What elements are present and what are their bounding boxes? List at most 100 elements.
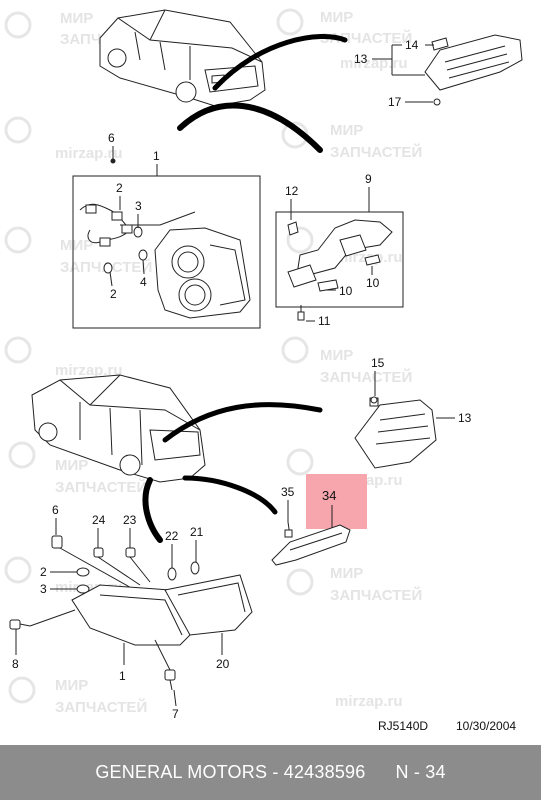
callout-line xyxy=(142,259,145,275)
bulb-icon xyxy=(190,561,200,575)
high-mount-stop-lamp-sedan xyxy=(424,34,523,106)
bulb-icon xyxy=(76,584,90,594)
nut-icon xyxy=(93,547,104,558)
footer-separator: - xyxy=(267,762,284,782)
watermark-brand: ЗАПЧАСТЕЙ xyxy=(55,478,147,496)
watermark-site: mirzap.ru xyxy=(340,55,408,72)
callout-line xyxy=(120,211,196,226)
high-mount-stop-lamp-hatchback xyxy=(354,396,437,469)
callout-number: 10 xyxy=(366,276,380,290)
watermark-logo-icon xyxy=(276,8,304,36)
bulb-icon xyxy=(76,567,90,577)
screw-icon xyxy=(9,619,31,630)
watermark-brand: МИР xyxy=(320,9,353,26)
nut-icon xyxy=(125,547,136,558)
sedan-car-drawing xyxy=(99,9,266,107)
callout-number: 12 xyxy=(285,184,299,198)
license-lamp-group-box xyxy=(275,211,404,308)
watermark-brand: МИР xyxy=(60,10,93,27)
callout-number: 24 xyxy=(92,513,106,527)
screw-icon xyxy=(297,305,305,321)
watermark-brand: МИР xyxy=(55,677,88,694)
callout-number: 2 xyxy=(40,565,47,579)
exploded-parts-diagram: МИР ЗАПЧАСТЕЙ МИР ЗАПЧАСТЕЙ mirzap.ru mi… xyxy=(4,8,523,721)
callout-number: 1 xyxy=(119,669,126,683)
callout-number: 15 xyxy=(371,356,385,370)
watermark-brand: МИР xyxy=(55,457,88,474)
hatchback-car-drawing xyxy=(31,374,206,483)
callout-number: 14 xyxy=(405,38,419,52)
callout-number: 6 xyxy=(108,131,115,145)
watermark-brand: ЗАПЧАСТЕЙ xyxy=(320,368,412,386)
highlighted-part-marker xyxy=(306,474,367,529)
watermark-brand: ЗАПЧАСТЕЙ xyxy=(55,698,147,716)
callout-number: 10 xyxy=(339,284,353,298)
watermark-brand: МИР xyxy=(320,347,353,364)
bulb-icon xyxy=(167,567,177,581)
callout-line xyxy=(372,44,425,76)
watermark-site: mirzap.ru xyxy=(335,693,403,710)
callout-number: 21 xyxy=(190,525,204,539)
footer-position-value: 34 xyxy=(425,762,446,782)
callout-number: 22 xyxy=(165,529,179,543)
watermark-logo-icon xyxy=(4,556,32,584)
watermark-brand: МИР xyxy=(330,122,363,139)
footer-bar: GENERAL MOTORS - 42438596 N - 34 xyxy=(0,745,541,800)
rear-lamp-wiring xyxy=(79,203,148,274)
watermark-logo-icon xyxy=(8,441,36,469)
callout-number: 35 xyxy=(281,485,295,499)
callout-number: 11 xyxy=(318,314,331,328)
callout-number: 8 xyxy=(12,657,19,671)
bolt-icon xyxy=(51,535,63,549)
callout-number: 2 xyxy=(110,287,117,301)
drawing-code: RJ5140D xyxy=(378,719,429,733)
callout-number: 13 xyxy=(458,411,472,425)
footer-position-prefix: N xyxy=(395,762,409,782)
callout-number: 7 xyxy=(172,707,179,721)
watermark-brand: МИР xyxy=(330,565,363,582)
hatchback-rear-lamp-outer xyxy=(71,584,191,646)
callout-number: 13 xyxy=(354,52,368,66)
leader-thick-sedan xyxy=(212,33,348,91)
callout-number: 1 xyxy=(153,149,160,163)
callout-number: 9 xyxy=(365,172,372,186)
watermark-logo-icon xyxy=(8,676,36,704)
watermark-logo-icon xyxy=(286,448,314,476)
watermark-logo-icon xyxy=(4,226,32,254)
callout-number: 20 xyxy=(216,657,230,671)
callout-line xyxy=(29,609,76,627)
callout-number: 23 xyxy=(123,513,137,527)
leader-thick-hatchback xyxy=(142,477,163,543)
callout-line xyxy=(109,271,113,287)
callout-number-highlighted: 34 xyxy=(322,488,336,503)
watermark-brand: ЗАПЧАСТЕЙ xyxy=(330,586,422,604)
footer-brand: GENERAL MOTORS xyxy=(95,762,268,782)
callout-number: 6 xyxy=(52,503,59,517)
watermark-logo-icon xyxy=(286,226,314,254)
callout-number: 4 xyxy=(140,275,147,289)
footer-position-separator: - xyxy=(408,762,426,782)
watermark-brand: МИР xyxy=(60,237,93,254)
callout-number: 17 xyxy=(388,95,402,109)
watermark-logo-icon xyxy=(4,116,32,144)
leader-thick-hatchback xyxy=(162,402,323,443)
leader-thick-sedan xyxy=(177,102,323,153)
leader-thick-hatchback xyxy=(182,475,278,515)
lamp-part-34 xyxy=(271,524,351,566)
watermark-logo-icon xyxy=(4,11,32,39)
watermark-brand: ЗАПЧАСТЕЙ xyxy=(330,143,422,161)
watermark-site: mirzap.ru xyxy=(55,362,123,379)
callout-number: 3 xyxy=(135,199,142,213)
license-lamp-assembly xyxy=(287,219,393,292)
sedan-rear-combination-lamp xyxy=(154,227,251,319)
bolt-icon xyxy=(110,158,116,164)
drawing-date: 10/30/2004 xyxy=(456,719,517,733)
footer-part-number: 42438596 xyxy=(283,762,366,782)
watermark-brand: ЗАПЧАСТЕЙ xyxy=(320,29,412,47)
screw-icon xyxy=(164,669,176,691)
watermark-logo-icon xyxy=(286,568,314,596)
hatchback-rear-lamp-inner xyxy=(164,574,253,636)
watermark-logo-icon xyxy=(4,336,32,364)
rear-lamp-group-box xyxy=(72,175,261,329)
